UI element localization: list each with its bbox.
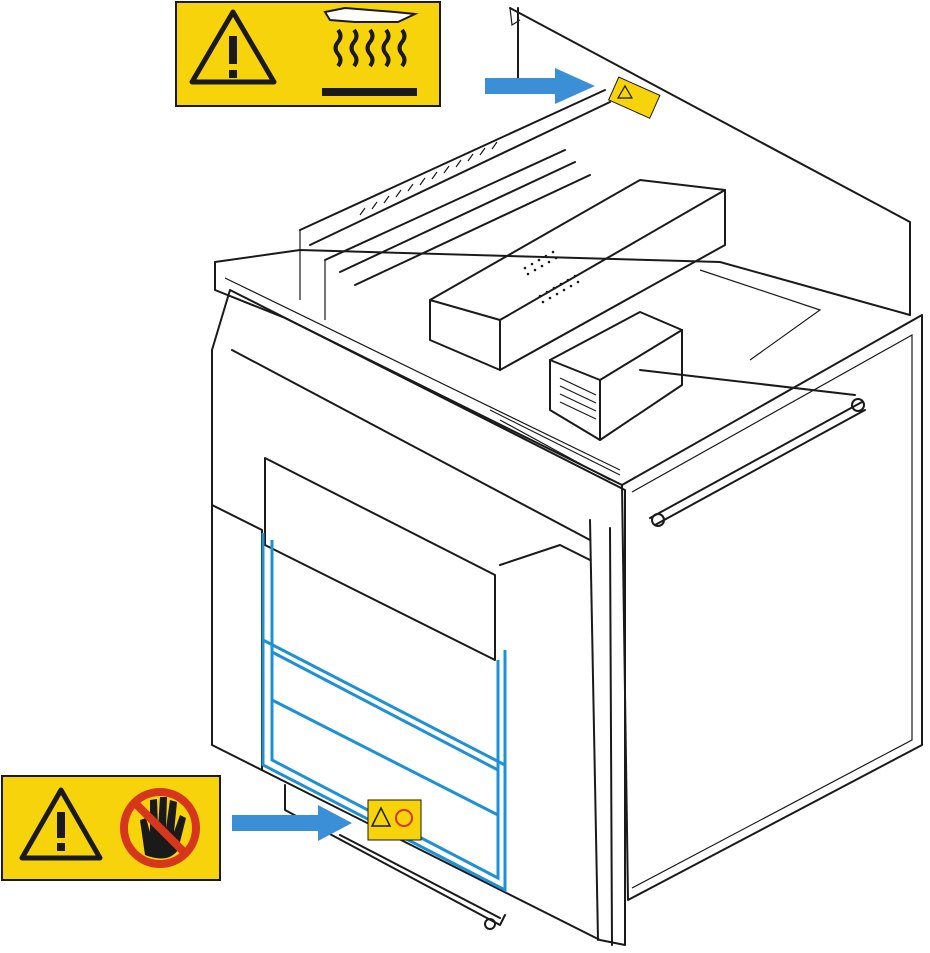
top-frame	[214, 249, 911, 316]
internal-mechanism	[299, 89, 866, 527]
arrow-to-hot-label	[485, 68, 595, 104]
front-window	[264, 457, 496, 661]
machine-body	[211, 7, 923, 946]
vent-grille	[523, 250, 580, 304]
hot-surface-hand-icon	[322, 6, 419, 96]
warning-triangle-icon	[189, 9, 277, 85]
front-panel	[211, 289, 626, 946]
housing-box	[429, 179, 726, 371]
pinch-hazard-warning-label	[1, 775, 221, 881]
no-touch-hand-icon	[120, 788, 200, 868]
arrow-to-pinch-label	[232, 805, 352, 841]
hot-surface-warning-label	[175, 1, 441, 107]
rear-panel	[509, 7, 911, 316]
side-panel	[621, 314, 923, 901]
hot-surface-label-small	[607, 76, 661, 119]
warning-triangle-icon	[19, 787, 103, 861]
pinch-label-small	[367, 799, 422, 841]
power-unit	[549, 311, 683, 441]
